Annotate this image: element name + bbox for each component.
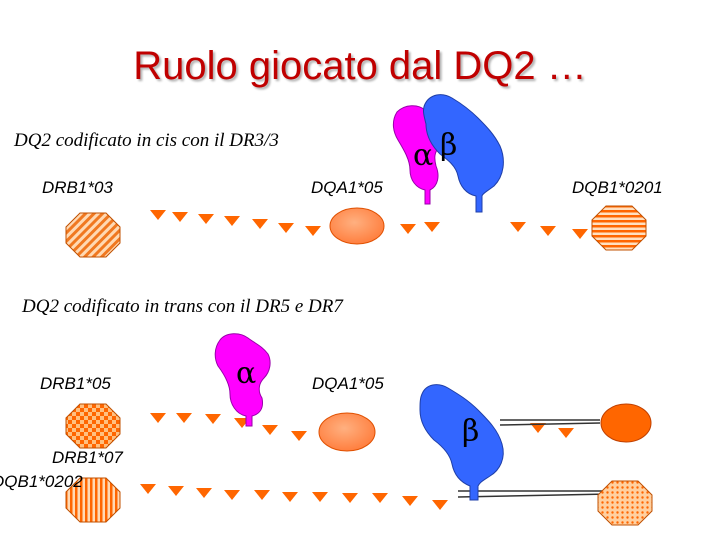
trans-drb5-label: DRB1*05 <box>40 374 111 393</box>
trans-dqb-label: DQB1*0202 <box>0 472 83 491</box>
cis-dqb-label: DQB1*0201 <box>572 178 663 197</box>
trans-alpha-symbol: α <box>236 356 257 391</box>
trans-chromosome-markers-lower <box>140 484 448 510</box>
trans-chromosome-markers-upper <box>150 413 574 441</box>
trans-dqa-label: DQA1*05 <box>312 374 384 393</box>
cis-beta-symbol: β <box>440 128 458 163</box>
trans-upper-right-gene <box>600 403 652 443</box>
trans-dqb-gene <box>597 480 653 526</box>
cis-chromosome-markers <box>150 210 588 239</box>
cis-heading: DQ2 codificato in cis con il DR3/3 <box>14 130 279 151</box>
trans-alpha-chain <box>214 333 271 427</box>
cis-dqb-gene <box>591 205 647 251</box>
trans-drb7-gene <box>65 477 121 523</box>
cis-drb-gene <box>65 212 121 258</box>
cis-dqa-gene <box>329 207 385 245</box>
cis-beta-chain <box>422 94 504 213</box>
trans-drb5-gene <box>65 403 121 449</box>
cis-alpha-symbol: α <box>413 138 434 173</box>
trans-beta-chain <box>419 384 504 501</box>
trans-dqa-gene <box>318 412 376 452</box>
trans-drb7-label: DRB1*07 <box>52 448 123 467</box>
trans-beta-symbol: β <box>462 414 480 449</box>
cis-dqa-label: DQA1*05 <box>311 178 383 197</box>
slide-title: Ruolo giocato dal DQ2 … <box>133 44 587 88</box>
cis-drb-label: DRB1*03 <box>42 178 113 197</box>
trans-heading: DQ2 codificato in trans con il DR5 e DR7 <box>22 296 343 317</box>
